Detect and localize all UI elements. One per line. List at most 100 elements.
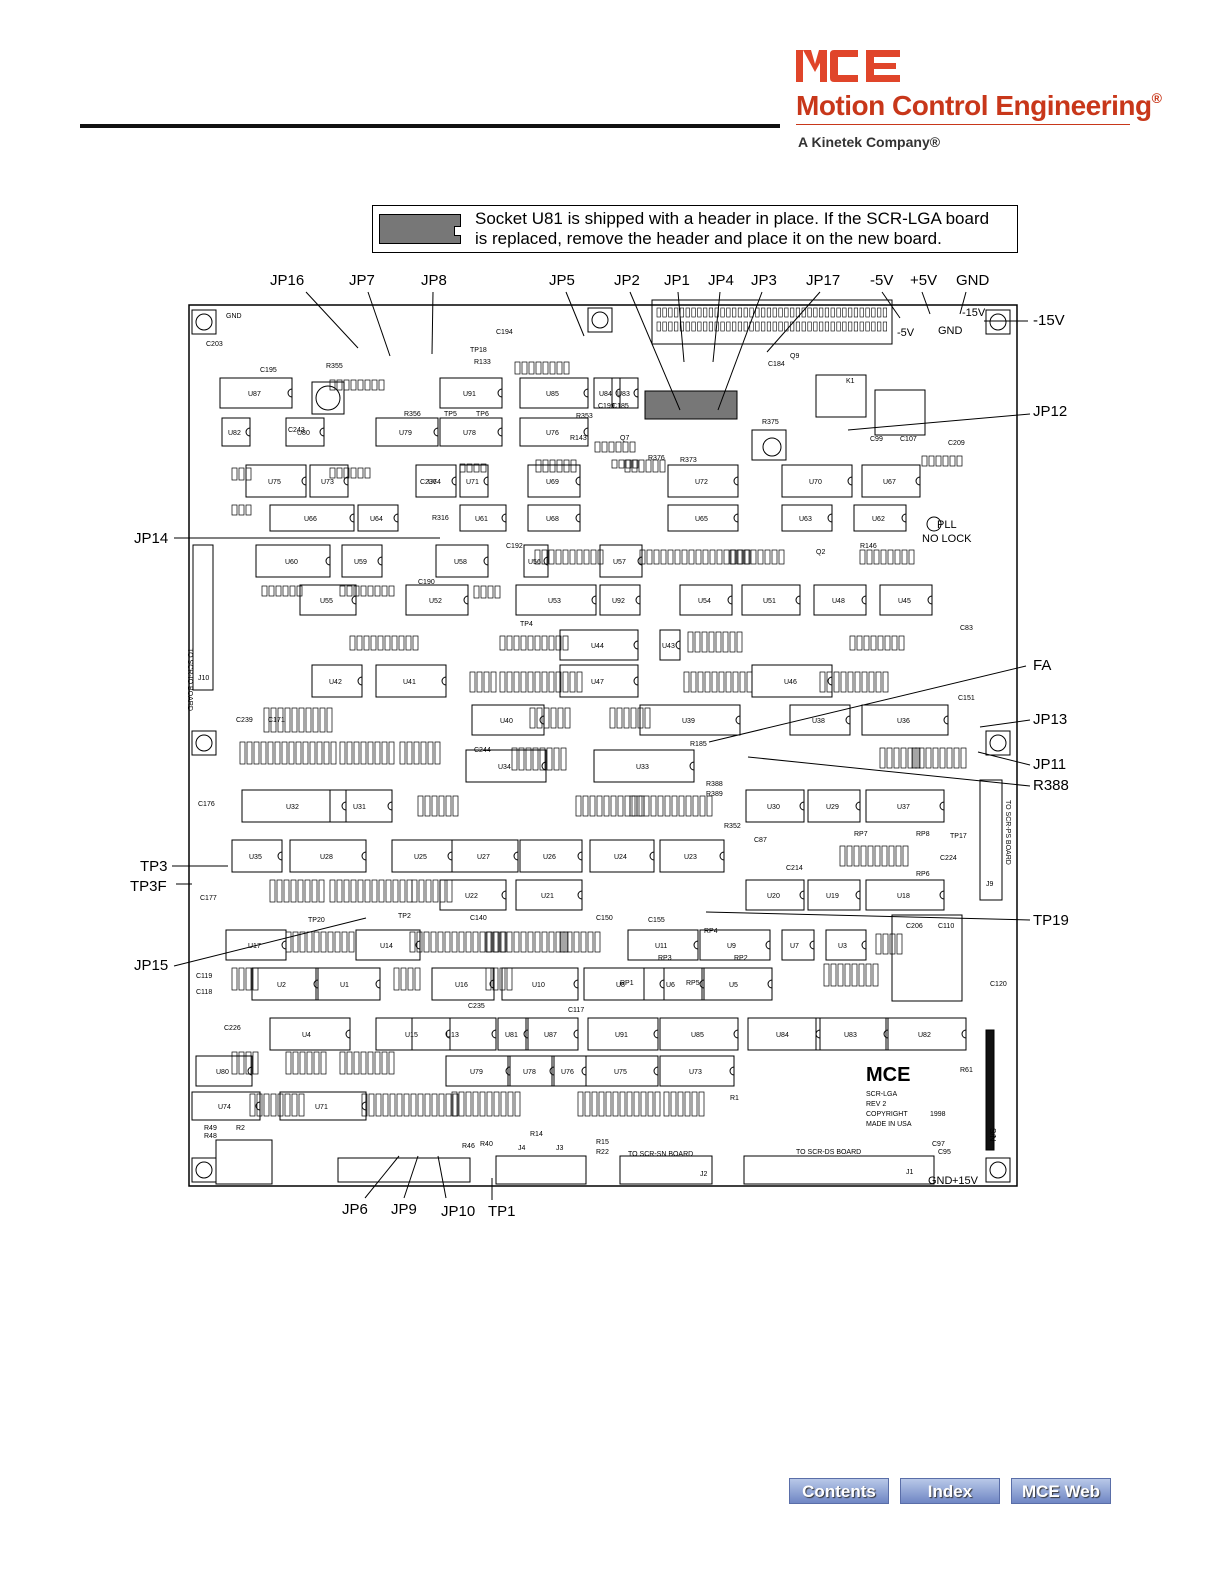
passive-component [499, 967, 506, 991]
passive-component [757, 549, 764, 565]
chip-label: U11 [655, 943, 667, 950]
passive-component [536, 707, 543, 729]
passive-component [341, 931, 348, 953]
passive-component [364, 379, 371, 391]
ic-chip [219, 377, 293, 409]
res-label: R40 [480, 1141, 493, 1148]
passive-component [438, 795, 445, 817]
company-sub: A Kinetek Company® [798, 134, 941, 150]
ic-chip [501, 967, 579, 1001]
passive-component [370, 635, 377, 651]
passive-component [353, 585, 360, 597]
connector-pin [813, 321, 818, 332]
passive-component [253, 741, 260, 765]
res-label: R388 [706, 781, 723, 788]
chip-notch [575, 513, 581, 523]
passive-component [549, 459, 556, 473]
connector-pin [697, 321, 702, 332]
passive-component [388, 585, 395, 597]
passive-component [245, 467, 252, 481]
passive-component [895, 845, 902, 867]
passive-component [638, 795, 645, 817]
passive-component [506, 671, 513, 693]
passive-component [339, 741, 346, 765]
connector-pin [691, 321, 696, 332]
chip-label: U53 [548, 598, 561, 605]
chip-label: U73 [321, 479, 334, 486]
cap-label: C184 [768, 361, 785, 368]
ic-chip [415, 464, 457, 498]
cap-label: C110 [938, 923, 954, 930]
passive-component [851, 963, 858, 987]
chip-notch [287, 388, 293, 398]
chip-notch [523, 1029, 529, 1039]
passive-component [514, 361, 521, 375]
passive-component [417, 1093, 424, 1117]
passive-component [320, 1051, 327, 1075]
passive-component [289, 585, 296, 597]
passive-component [847, 671, 854, 693]
chip-label: U31 [353, 804, 366, 811]
passive-component [605, 1091, 612, 1117]
connector-pin [842, 321, 847, 332]
callout-jp10: JP10 [441, 1203, 476, 1220]
passive-component [329, 879, 336, 903]
callout-jp4: JP4 [708, 272, 734, 289]
passive-component [921, 455, 928, 467]
mce-web-button[interactable]: MCE Web [1011, 1478, 1111, 1504]
ic-chip [583, 967, 665, 1001]
ic-chip [781, 929, 815, 961]
passive-component [267, 741, 274, 765]
callout-jp6: JP6 [342, 1201, 368, 1218]
res-label: RP6 [916, 871, 930, 878]
chip-label: U46 [784, 679, 797, 686]
passive-component [638, 459, 645, 473]
passive-component [678, 795, 685, 817]
passive-component [302, 741, 309, 765]
chip-notch [901, 513, 907, 523]
contents-button[interactable]: Contents [789, 1478, 889, 1504]
chip-label: U44 [591, 643, 604, 650]
chip-notch [855, 801, 861, 811]
passive-component [483, 671, 490, 693]
passive-component [527, 671, 534, 693]
cap-label: C214 [786, 865, 803, 872]
chip-label: U82 [228, 430, 241, 437]
top-connector [651, 299, 893, 345]
passive-component [339, 1051, 346, 1075]
jack-label: J9 [986, 881, 994, 888]
passive-component [445, 795, 452, 817]
chip-notch [733, 1029, 739, 1039]
passive-component [245, 1051, 252, 1075]
connector-pin [784, 307, 789, 318]
passive-component [562, 635, 569, 651]
passive-component [388, 741, 395, 765]
passive-component [364, 467, 371, 479]
chip-label: U58 [454, 559, 467, 566]
ic-chip [679, 584, 733, 616]
passive-component [398, 635, 405, 651]
chip-notch [653, 1066, 659, 1076]
cap-label: C151 [958, 695, 975, 702]
passive-component [681, 549, 688, 565]
index-button[interactable]: Index [900, 1478, 1000, 1504]
cap-label: C177 [200, 895, 217, 902]
chip-notch [581, 1066, 587, 1076]
connector-pin [882, 307, 888, 318]
ic-chip [611, 377, 639, 409]
jack-label: TP6 [476, 411, 489, 418]
chip-label: U35 [249, 854, 262, 861]
passive-component [276, 879, 283, 903]
cap-label: C176 [198, 801, 215, 808]
passive-component [245, 504, 252, 516]
ic-chip [289, 839, 367, 873]
cap-label: C97 [932, 1141, 945, 1148]
chip-notch [445, 1029, 451, 1039]
passive-component [618, 459, 625, 469]
passive-component [413, 741, 420, 765]
ic-chip [465, 749, 547, 783]
chip-notch [255, 1101, 261, 1111]
passive-component [622, 441, 629, 453]
passive-component [893, 747, 900, 769]
silk-copyright: COPYRIGHT [866, 1111, 908, 1118]
